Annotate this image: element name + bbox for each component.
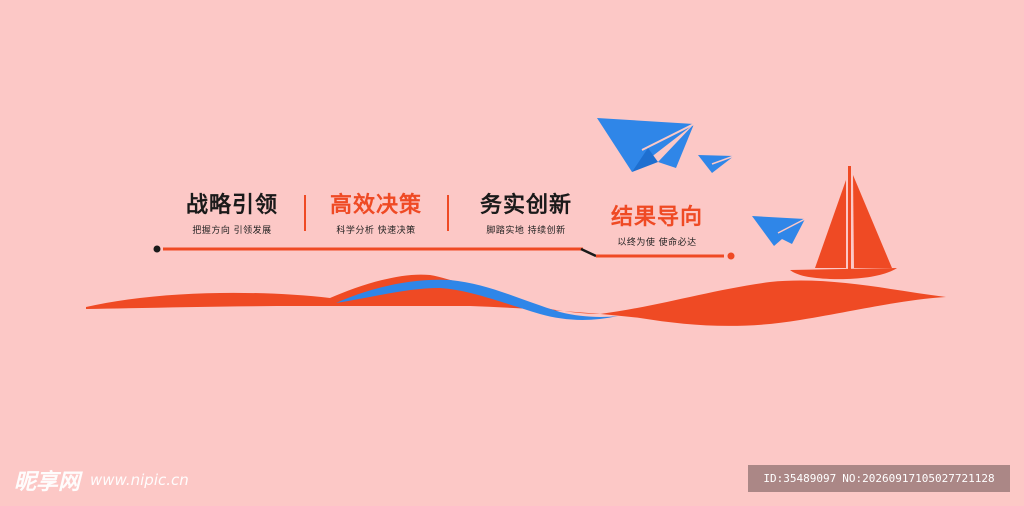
value-subtitle: 脚踏实地 持续创新: [486, 226, 566, 236]
divider: [304, 195, 306, 231]
wave-decoration: [86, 274, 946, 326]
value-block-2: 高效决策 科学分析 快速决策: [316, 193, 436, 237]
watermark-logo-text: 昵享网: [14, 470, 81, 495]
value-title: 战略引领: [185, 193, 278, 218]
sailboat-icon: [790, 166, 897, 280]
value-subtitle: 科学分析 快速决策: [336, 226, 416, 236]
value-block-3: 务实创新 脚踏实地 持续创新: [466, 193, 586, 237]
timeline-end-dot: [727, 252, 735, 260]
value-block-1: 战略引领 把握方向 引领发展: [172, 193, 292, 237]
paper-plane-icon: [752, 216, 806, 246]
value-subtitle: 以终为使 使命必达: [617, 238, 697, 248]
paper-plane-icon: [698, 155, 735, 173]
watermark-id: ID:35489097: [763, 472, 837, 485]
timeline-start-dot: [153, 245, 161, 253]
watermark-url: www.nipic.cn: [90, 471, 189, 489]
red-wave: [86, 274, 946, 326]
timeline: [153, 245, 735, 260]
value-subtitle: 把握方向 引领发展: [192, 226, 272, 236]
value-block-4: 结果导向 以终为使 使命必达: [597, 205, 717, 249]
paper-plane-icon: [597, 118, 695, 172]
watermark-id-bar: ID:35489097 NO:20260917105027721128: [748, 465, 1010, 492]
value-title: 高效决策: [329, 193, 422, 218]
value-title: 务实创新: [479, 193, 572, 218]
blue-wave: [336, 279, 618, 320]
watermark-logo: 昵享网 www.nipic.cn: [14, 466, 189, 495]
divider: [447, 195, 449, 231]
value-title: 结果导向: [610, 205, 703, 230]
watermark-no: NO:20260917105027721128: [842, 472, 995, 485]
timeline-step-segment: [580, 247, 597, 258]
